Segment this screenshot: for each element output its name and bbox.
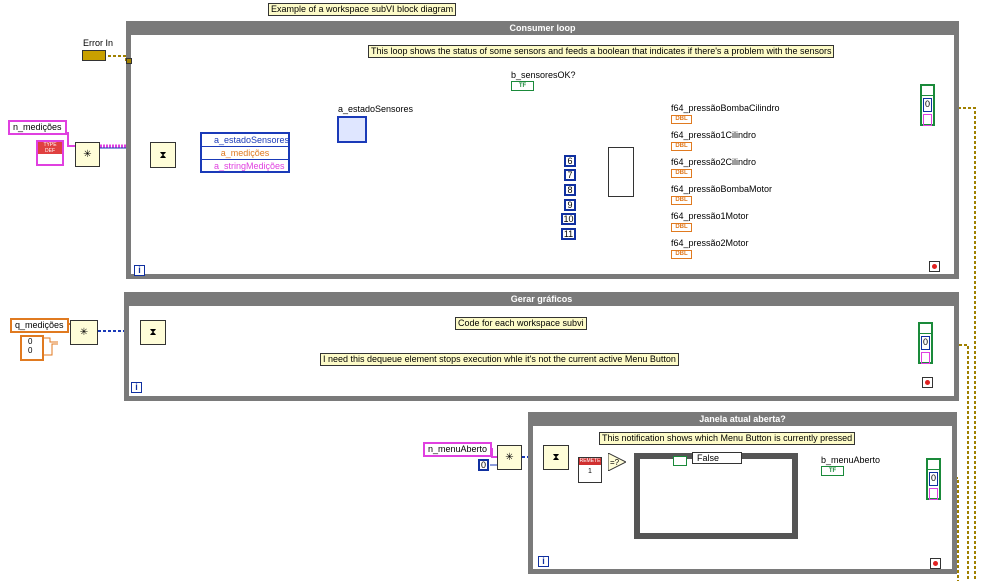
estado-sensores-label: a_estadoSensores bbox=[338, 104, 414, 114]
menu-wait-notification-node[interactable]: ⧗ bbox=[543, 445, 569, 470]
dbl-indicator-pressao1-motor[interactable]: DBL bbox=[671, 223, 692, 232]
menu-stop-terminal[interactable] bbox=[930, 558, 941, 569]
output-label-bomba-cilindro: f64_pressãoBombaCilindro bbox=[671, 103, 780, 113]
unbundle-by-name[interactable]: a_estadoSensores a_medições a_stringMedi… bbox=[200, 132, 290, 173]
menu-loop-title: Janela atual aberta? bbox=[699, 414, 786, 424]
output-label-pressao2-cilindro: f64_pressão2Cilindro bbox=[671, 157, 757, 167]
q-medicoes-control[interactable]: q_medições bbox=[10, 318, 69, 333]
error-in-label: Error In bbox=[83, 38, 114, 48]
menu-loop-note: This notification shows which Menu Butto… bbox=[599, 432, 856, 445]
consumer-iteration-terminal: i bbox=[134, 265, 145, 276]
queue-constant-cluster[interactable]: 0 0 bbox=[20, 335, 44, 361]
error-tunnel bbox=[126, 58, 132, 64]
right-error-indicator-3[interactable]: 0 bbox=[926, 458, 941, 500]
index-const-8[interactable]: 8 bbox=[564, 184, 576, 196]
output-label-pressao1-motor: f64_pressão1Motor bbox=[671, 211, 749, 221]
header-note: Example of a workspace subVI block diagr… bbox=[268, 3, 457, 16]
field-string-medicoes: a_stringMedições bbox=[214, 161, 285, 171]
zero-constant[interactable]: 0 bbox=[478, 459, 489, 471]
index-const-9[interactable]: 9 bbox=[564, 199, 576, 211]
false-constant[interactable] bbox=[673, 456, 687, 466]
graphs-loop: Gerar gráficos bbox=[124, 292, 959, 401]
dbl-indicator-bomba-cilindro[interactable]: DBL bbox=[671, 115, 692, 124]
index-const-6[interactable]: 6 bbox=[564, 155, 576, 167]
dbl-indicator-pressao2-motor[interactable]: DBL bbox=[671, 250, 692, 259]
error-in-control[interactable] bbox=[82, 50, 106, 61]
graphs-iteration-terminal: i bbox=[131, 382, 142, 393]
menu-obtain-notifier-node[interactable]: ✳ bbox=[497, 445, 522, 470]
output-label-pressao2-motor: f64_pressão2Motor bbox=[671, 238, 749, 248]
estado-sensores-indicator[interactable] bbox=[337, 116, 367, 143]
typedef-constant[interactable]: TYPE DEF bbox=[36, 140, 64, 166]
right-error-indicator-2[interactable]: 0 bbox=[918, 322, 933, 364]
right-error-indicator-1[interactable]: 0 bbox=[920, 84, 935, 126]
dbl-indicator-pressao1-cilindro[interactable]: DBL bbox=[671, 142, 692, 151]
graphs-stop-terminal[interactable] bbox=[922, 377, 933, 388]
obtain-notifier-node[interactable]: ✳ bbox=[75, 142, 100, 167]
menu-iteration-terminal: i bbox=[538, 556, 549, 567]
dequeue-element-node[interactable]: ⧗ bbox=[140, 320, 166, 345]
equal-node[interactable]: =? bbox=[608, 453, 626, 471]
remete-constant[interactable]: REMETE 1 bbox=[578, 457, 602, 483]
svg-text:=?: =? bbox=[610, 458, 620, 467]
sensores-ok-indicator[interactable]: TF bbox=[511, 81, 534, 91]
sensores-ok-label: b_sensoresOK? bbox=[511, 70, 576, 80]
n-menu-aberto-control[interactable]: n_menuAberto bbox=[423, 442, 493, 457]
case-structure: False bbox=[634, 452, 798, 539]
graphs-loop-note-1: Code for each workspace subvi bbox=[455, 317, 587, 330]
dbl-indicator-bomba-motor[interactable]: DBL bbox=[671, 196, 692, 205]
dbl-indicator-pressao2-cilindro[interactable]: DBL bbox=[671, 169, 692, 178]
index-const-10[interactable]: 10 bbox=[561, 213, 576, 225]
obtain-queue-node[interactable]: ✳ bbox=[70, 320, 98, 345]
index-const-7[interactable]: 7 bbox=[564, 169, 576, 181]
consumer-stop-terminal[interactable] bbox=[929, 261, 940, 272]
wait-on-notification-node[interactable]: ⧗ bbox=[150, 142, 176, 168]
n-medicoes-control[interactable]: n_medições bbox=[8, 120, 67, 135]
menu-aberto-indicator[interactable]: TF bbox=[821, 466, 844, 476]
output-label-pressao1-cilindro: f64_pressão1Cilindro bbox=[671, 130, 757, 140]
consumer-loop-title: Consumer loop bbox=[509, 23, 576, 33]
menu-aberto-label: b_menuAberto bbox=[821, 455, 881, 465]
field-medicoes: a_medições bbox=[202, 147, 288, 160]
output-label-bomba-motor: f64_pressãoBombaMotor bbox=[671, 184, 773, 194]
graphs-loop-note-2: I need this dequeue element stops execut… bbox=[320, 353, 679, 366]
graphs-loop-title: Gerar gráficos bbox=[510, 294, 573, 304]
index-array-node[interactable] bbox=[608, 147, 634, 197]
index-const-11[interactable]: 11 bbox=[561, 228, 576, 240]
consumer-loop-note: This loop shows the status of some senso… bbox=[368, 45, 835, 58]
case-selector[interactable]: False bbox=[692, 452, 742, 464]
field-estado-sensores: a_estadoSensores bbox=[202, 134, 289, 147]
